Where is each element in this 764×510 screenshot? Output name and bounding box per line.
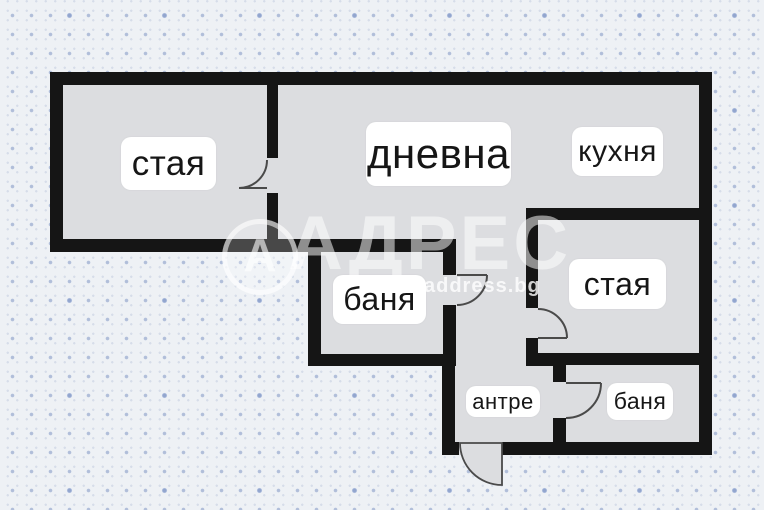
- door-arc-bath-right: [565, 382, 602, 419]
- room-label-hallway: антре: [466, 386, 540, 417]
- room-label-living: дневна: [366, 122, 511, 186]
- room-label-left: стая: [121, 137, 216, 190]
- door-arc-bath-middle: [456, 274, 488, 306]
- door-opening-bath-middle: [443, 275, 456, 305]
- entrance-door-swing: [459, 442, 503, 486]
- door-arc-room-left: [238, 159, 268, 189]
- living-lower-floor: [278, 208, 526, 239]
- door-opening-bath-right: [553, 382, 566, 418]
- door-opening-room-left: [267, 158, 278, 193]
- door-opening-room-right: [526, 308, 538, 338]
- room-label-kitchen: кухня: [572, 127, 663, 176]
- room-label-right: стая: [569, 259, 666, 309]
- door-arc-room-right: [537, 308, 568, 339]
- room-label-bath-right: баня: [607, 383, 673, 420]
- room-label-bath-middle: баня: [333, 275, 426, 324]
